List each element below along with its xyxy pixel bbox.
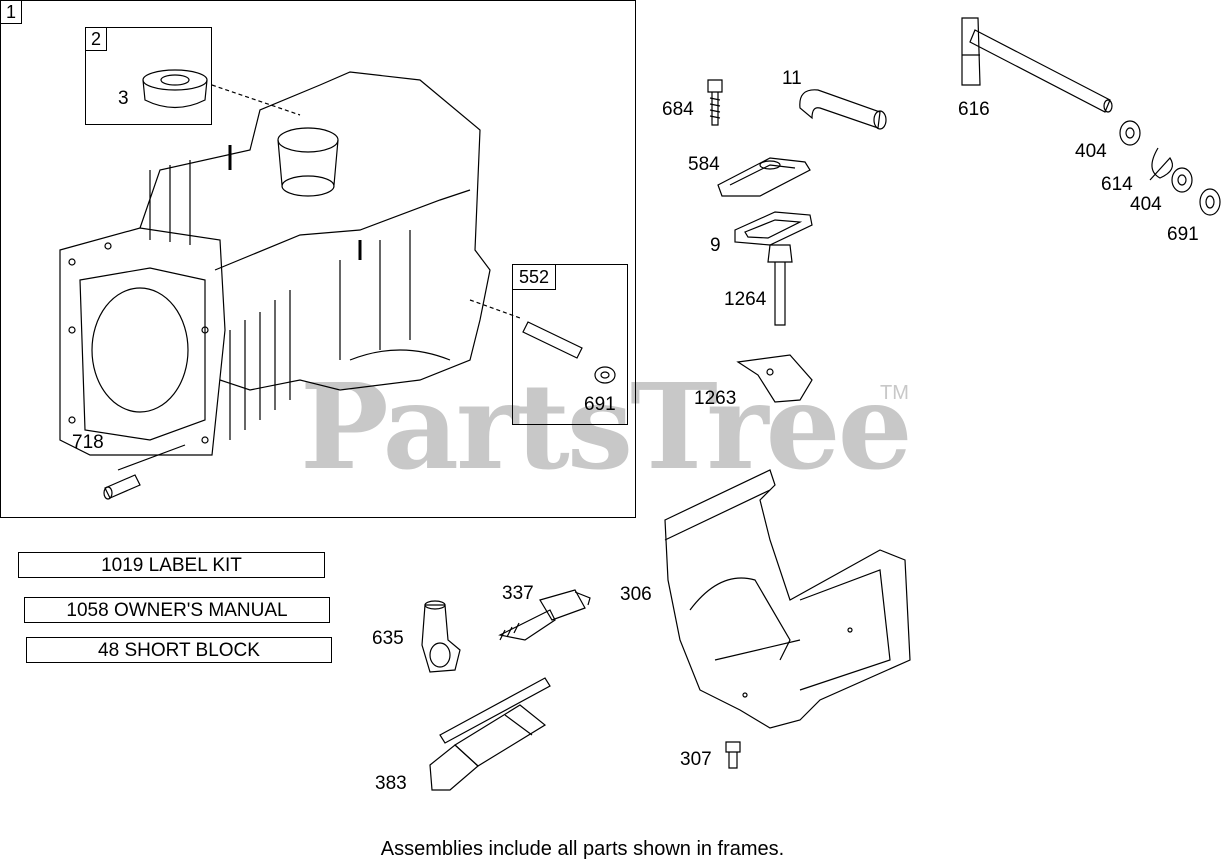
trademark-symbol: TM	[880, 382, 909, 404]
callout-404[interactable]: 404	[1075, 141, 1107, 162]
spark-plug-boot-drawing	[421, 600, 461, 673]
callout-684[interactable]: 684	[662, 99, 694, 120]
spark-plug-wrench-drawing	[429, 677, 551, 791]
callout-307[interactable]: 307	[680, 749, 712, 770]
spark-plug-drawing	[498, 589, 591, 641]
kit-owners-manual[interactable]: 1058 OWNER'S MANUAL	[24, 597, 330, 623]
callout-404[interactable]: 404	[1130, 194, 1162, 215]
callout-635[interactable]: 635	[372, 628, 404, 649]
callout-616[interactable]: 616	[958, 99, 990, 120]
bolt-684-drawing	[707, 79, 723, 126]
screw-drawing	[725, 741, 741, 769]
callout-691[interactable]: 691	[1167, 224, 1199, 245]
governor-shaft-drawing	[961, 17, 1113, 113]
cylinder-shroud-drawing	[664, 469, 911, 729]
frame-1: 1	[0, 0, 636, 518]
breather-tube-drawing	[799, 89, 887, 130]
dowel-pin-drawing	[103, 474, 141, 500]
callout-1264[interactable]: 1264	[724, 289, 767, 310]
callout-584[interactable]: 584	[688, 154, 720, 175]
breather-cover-drawing	[717, 157, 811, 197]
callout-306[interactable]: 306	[620, 584, 652, 605]
callout-1263[interactable]: 1263	[694, 388, 737, 409]
callout-3[interactable]: 3	[118, 88, 129, 109]
callout-9[interactable]: 9	[710, 235, 721, 256]
frame-552: 552	[512, 264, 628, 425]
bolt-1264-drawing	[767, 244, 793, 326]
callout-718[interactable]: 718	[72, 432, 104, 453]
frame-2: 2	[85, 27, 212, 125]
pin-drawing	[522, 321, 616, 384]
callout-11[interactable]: 11	[782, 68, 802, 89]
seal-drawing	[142, 69, 208, 109]
frames-caption: Assemblies include all parts shown in fr…	[380, 838, 785, 860]
kit-short-block[interactable]: 48 SHORT BLOCK	[26, 637, 332, 663]
callout-337[interactable]: 337	[502, 583, 534, 604]
callout-691[interactable]: 691	[584, 394, 616, 415]
frame-number: 2	[85, 27, 108, 51]
callout-383[interactable]: 383	[375, 773, 407, 794]
callout-614[interactable]: 614	[1101, 174, 1133, 195]
plate-drawing	[736, 354, 813, 403]
gasket-drawing	[734, 211, 813, 246]
partstree-watermark: PartsTree	[300, 357, 913, 496]
engine-block-drawing	[59, 71, 491, 456]
washers-drawing	[1119, 120, 1221, 216]
kit-label-kit[interactable]: 1019 LABEL KIT	[18, 552, 325, 578]
frame-number: 552	[512, 264, 557, 290]
frame-number: 1	[0, 0, 23, 24]
